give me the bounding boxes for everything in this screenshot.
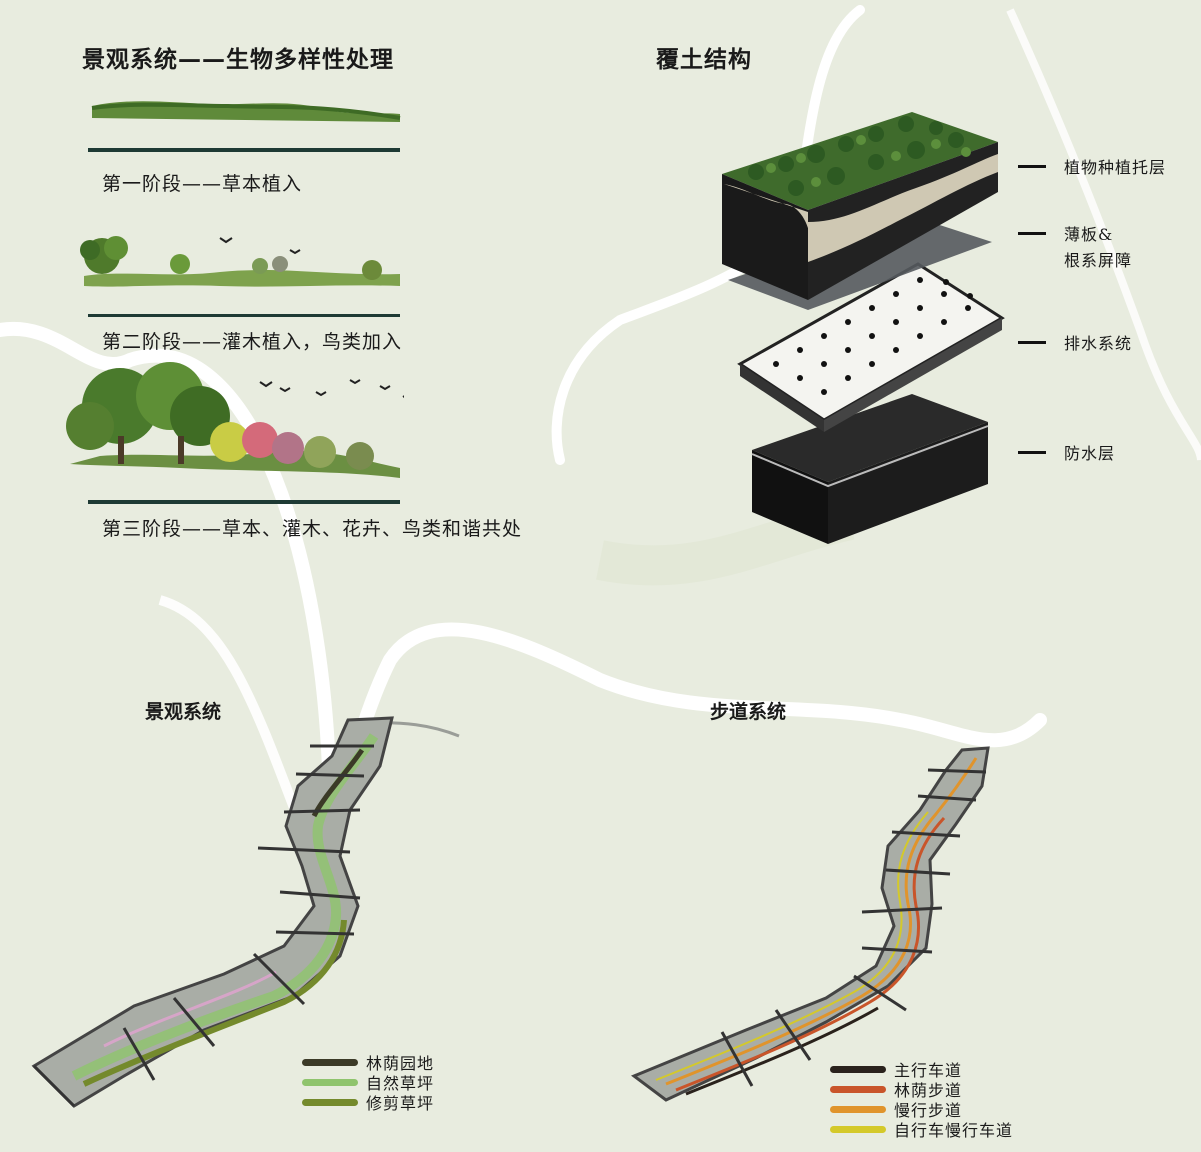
stage3-illustration: [66, 362, 404, 504]
stage2-illustration: [80, 236, 400, 317]
stage1-illustration: [88, 101, 401, 152]
layer-label: 排水系统: [1064, 334, 1133, 353]
legend-label: 林荫园地: [366, 1054, 435, 1073]
stage1-label: 第一阶段——草本植入: [102, 173, 303, 195]
legend-item: 自然草坪: [302, 1072, 435, 1093]
legend-swatch-natural-lawn: [302, 1078, 358, 1086]
path-legend: 主行车道 林荫步道 慢行步道 自行车慢行车道: [830, 1059, 1014, 1140]
legend-item: 林荫园地: [302, 1052, 435, 1073]
legend-label: 林荫步道: [894, 1081, 963, 1100]
legend-label: 主行车道: [894, 1061, 963, 1080]
legend-swatch-shaded-walk: [830, 1085, 886, 1093]
legend-label: 自行车慢行车道: [894, 1121, 1014, 1140]
leader-line: [1018, 232, 1046, 235]
stage2-label: 第二阶段——灌木植入，鸟类加入: [102, 331, 403, 353]
path-system-map: [630, 746, 990, 1102]
leader-line: [1018, 165, 1046, 168]
biodiversity-title: 景观系统——生物多样性处理: [82, 47, 394, 73]
soil-structure-title: 覆土结构: [656, 47, 752, 73]
layer-label: 防水层: [1064, 444, 1116, 463]
landscape-system-map: [31, 716, 460, 1108]
legend-item: 修剪草坪: [302, 1092, 435, 1113]
legend-label: 自然草坪: [366, 1074, 435, 1093]
layer-root-barrier: 薄板& 根系屏障: [1018, 222, 1132, 274]
legend-swatch-trimmed-lawn: [302, 1098, 358, 1106]
layer-drainage: 排水系统: [1018, 331, 1132, 357]
leader-line: [1018, 341, 1046, 344]
legend-item: 自行车慢行车道: [830, 1119, 1014, 1140]
legend-label: 修剪草坪: [366, 1094, 435, 1113]
landscape-system-title: 景观系统: [145, 701, 222, 723]
stage3-label: 第三阶段——草本、灌木、花卉、鸟类和谐共处: [102, 518, 523, 540]
legend-swatch-slow-walk: [830, 1105, 886, 1113]
path-system-title: 步道系统: [710, 701, 787, 723]
legend-item: 慢行步道: [830, 1099, 1013, 1120]
layer-label: 植物种植托层: [1064, 158, 1167, 177]
legend-item: 林荫步道: [830, 1079, 1013, 1100]
legend-label: 慢行步道: [894, 1101, 963, 1120]
leader-line: [1018, 451, 1046, 454]
landscape-legend: 林荫园地 自然草坪 修剪草坪: [302, 1052, 435, 1113]
legend-swatch-main-road: [830, 1065, 886, 1073]
soil-structure-diagram: [722, 112, 1005, 544]
layer-planting-tray: 植物种植托层: [1018, 155, 1166, 181]
legend-swatch-shade-garden: [302, 1058, 358, 1066]
layer-waterproof: 防水层: [1018, 441, 1115, 467]
legend-item: 主行车道: [830, 1059, 1013, 1080]
layer-label: 薄板& 根系屏障: [1064, 225, 1133, 270]
legend-swatch-bike-lane: [830, 1125, 886, 1133]
